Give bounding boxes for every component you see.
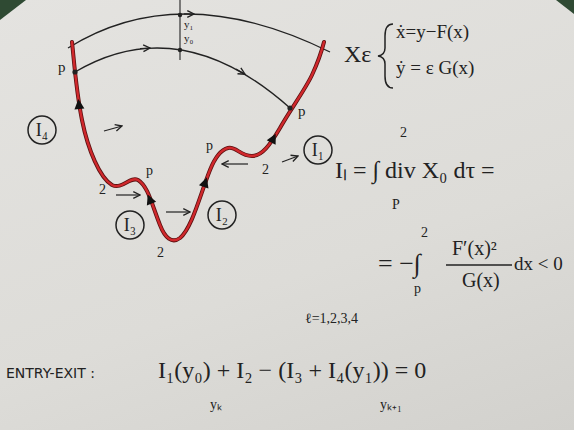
system-equation: ẏ = ε G(x) (396, 58, 474, 78)
point-label: p (206, 139, 213, 154)
point-dot (287, 105, 292, 110)
flow-triangle (73, 99, 84, 110)
fraction-numerator: F′(x)² (452, 238, 497, 259)
fast-arrow (104, 126, 122, 131)
integral-circle: I₁ (303, 135, 333, 165)
point-label: 2 (262, 163, 269, 178)
circle-outline (304, 136, 332, 164)
fraction-bar (446, 264, 512, 265)
orbit-arc (75, 48, 290, 108)
orbit-arrow (236, 69, 245, 74)
integral-bound: p (414, 282, 421, 297)
orbit-arrow (140, 47, 150, 49)
slow-curve (72, 42, 324, 240)
point-label: p (58, 60, 66, 76)
balance-equation: I₁(y₀) + I₂ − (I₃ + I₄(y₁)) = 0 (158, 358, 426, 383)
integral-name: I₁ (312, 141, 324, 159)
index-range: ℓ=1,2,3,4 (305, 312, 358, 327)
flow-triangle (267, 131, 280, 144)
section-value: y₀ (184, 33, 193, 45)
point-label: p (298, 104, 306, 120)
integral-formula: = −∫ (378, 250, 421, 277)
fraction-denominator: G(x) (462, 270, 500, 291)
fast-arrow (222, 163, 248, 164)
flow-triangle (199, 176, 212, 189)
vector-field-name: Xε (344, 42, 371, 67)
orbit-arc (68, 14, 330, 52)
section-value: y₁ (184, 19, 193, 31)
integral-circle: I₂ (207, 200, 237, 230)
point-label: 2 (99, 183, 106, 198)
circle-outline (208, 201, 236, 229)
point-label: 2 (157, 246, 164, 261)
fast-arrow (166, 211, 190, 212)
fast-arrow (282, 156, 298, 162)
condition-name: ENTRY-EXIT : (6, 366, 95, 381)
integral-formula: Iₗ = ∫ div X₀ dτ = (335, 158, 495, 183)
integral-name: I₃ (124, 216, 136, 234)
integral-bound: 2 (400, 126, 407, 141)
section-value: yₖ₊₁ (380, 398, 402, 413)
section-value: yₖ (210, 398, 222, 413)
point-dot (178, 13, 182, 17)
integral-name: I₂ (216, 206, 228, 224)
corner-shadow (0, 0, 26, 20)
integral-name: I₄ (36, 121, 48, 139)
slow-curve-outline (72, 42, 324, 240)
circle-outline (116, 211, 144, 239)
flow-triangle (143, 193, 156, 206)
point-label: p (146, 164, 153, 179)
integral-bound: 2 (421, 226, 428, 241)
corner-shadow (556, 0, 574, 14)
point-dot (72, 69, 77, 74)
system-brace (378, 24, 393, 88)
system-equation: ẋ=y−F(x) (396, 22, 469, 42)
orbit-arrow (184, 13, 194, 14)
circle-outline (28, 116, 56, 144)
integral-bound: P (392, 198, 400, 213)
integral-circle: I₄ (27, 115, 57, 145)
inequality: dx < 0 (514, 254, 563, 274)
point-dot (178, 48, 182, 52)
integral-circle: I₃ (115, 210, 145, 240)
fast-arrow (116, 194, 140, 195)
